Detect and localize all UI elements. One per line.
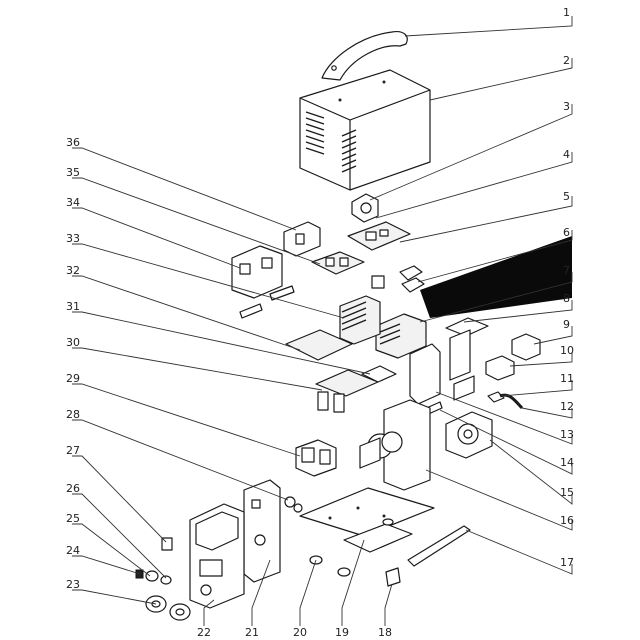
part-8-bracket bbox=[445, 317, 489, 401]
callout-12: 12 bbox=[560, 400, 574, 413]
callout-28: 28 bbox=[66, 408, 80, 421]
part-2-top-cover bbox=[299, 69, 431, 191]
part-hardware-clip bbox=[269, 285, 295, 301]
part-35-pcb bbox=[311, 251, 385, 289]
callout-16: 16 bbox=[560, 514, 574, 527]
callout-10: 10 bbox=[560, 344, 574, 357]
callout-36: 36 bbox=[66, 136, 80, 149]
callout-21: 21 bbox=[245, 626, 259, 639]
part-16-chassis-rear bbox=[359, 399, 431, 491]
callout-18: 18 bbox=[378, 626, 392, 639]
part-5-control-board bbox=[347, 221, 411, 251]
part-32-plate bbox=[285, 329, 353, 361]
part-28-connectors bbox=[284, 496, 303, 513]
part-30-power-board bbox=[315, 369, 379, 413]
part-1-handle bbox=[321, 31, 408, 81]
callout-32: 32 bbox=[66, 264, 80, 277]
callout-26: 26 bbox=[66, 482, 80, 495]
callout-9: 9 bbox=[563, 318, 570, 331]
callout-14: 14 bbox=[560, 456, 574, 469]
callout-23: 23 bbox=[66, 578, 80, 591]
callout-24: 24 bbox=[66, 544, 80, 557]
part-11-cable bbox=[487, 391, 524, 410]
part-26-knob bbox=[160, 575, 172, 585]
part-13-bracket bbox=[409, 343, 441, 405]
part-15-fan bbox=[445, 411, 493, 459]
callout-27: 27 bbox=[66, 444, 80, 457]
callout-13: 13 bbox=[560, 428, 574, 441]
part-3-bracket bbox=[351, 193, 379, 223]
callout-30: 30 bbox=[66, 336, 80, 349]
part-36-bracket bbox=[283, 221, 321, 257]
callout-31: 31 bbox=[66, 300, 80, 313]
callout-33: 33 bbox=[66, 232, 80, 245]
shadow-region bbox=[420, 236, 572, 318]
part-34-board bbox=[231, 245, 283, 299]
part-9-switch bbox=[511, 333, 541, 361]
part-22-front-panel bbox=[189, 503, 245, 609]
callout-29: 29 bbox=[66, 372, 80, 385]
callout-20: 20 bbox=[293, 626, 307, 639]
callout-15: 15 bbox=[560, 486, 574, 499]
callout-19: 19 bbox=[335, 626, 349, 639]
part-27-label bbox=[161, 537, 173, 551]
part-18-clip bbox=[385, 567, 401, 587]
callout-22: 22 bbox=[197, 626, 211, 639]
part-29-inductor bbox=[295, 439, 337, 477]
callout-17: 17 bbox=[560, 556, 574, 569]
part-23-terminals bbox=[145, 595, 191, 621]
part-21-panel bbox=[243, 479, 281, 583]
callout-5: 5 bbox=[563, 190, 570, 203]
part-7-transformer bbox=[375, 313, 427, 359]
callout-2: 2 bbox=[563, 54, 570, 67]
part-17-rod bbox=[407, 525, 471, 567]
callout-35: 35 bbox=[66, 166, 80, 179]
callout-3: 3 bbox=[563, 100, 570, 113]
callout-7: 7 bbox=[563, 264, 570, 277]
callout-4: 4 bbox=[563, 148, 570, 161]
callout-34: 34 bbox=[66, 196, 80, 209]
callout-25: 25 bbox=[66, 512, 80, 525]
callout-1: 1 bbox=[563, 6, 570, 19]
part-hardware-pin bbox=[239, 303, 263, 319]
part-33-heatsink bbox=[339, 295, 381, 345]
part-10-bracket bbox=[485, 355, 515, 381]
callout-8: 8 bbox=[563, 292, 570, 305]
part-25-knob bbox=[145, 570, 159, 582]
part-6-relay bbox=[399, 265, 425, 293]
callout-11: 11 bbox=[560, 372, 574, 385]
part-19-base-plate bbox=[299, 487, 435, 553]
callout-layer: 1 2 3 4 5 6 7 8 9 10 11 12 13 14 15 16 1… bbox=[66, 6, 574, 639]
callout-6: 6 bbox=[563, 226, 570, 239]
part-20-feet bbox=[309, 518, 394, 577]
